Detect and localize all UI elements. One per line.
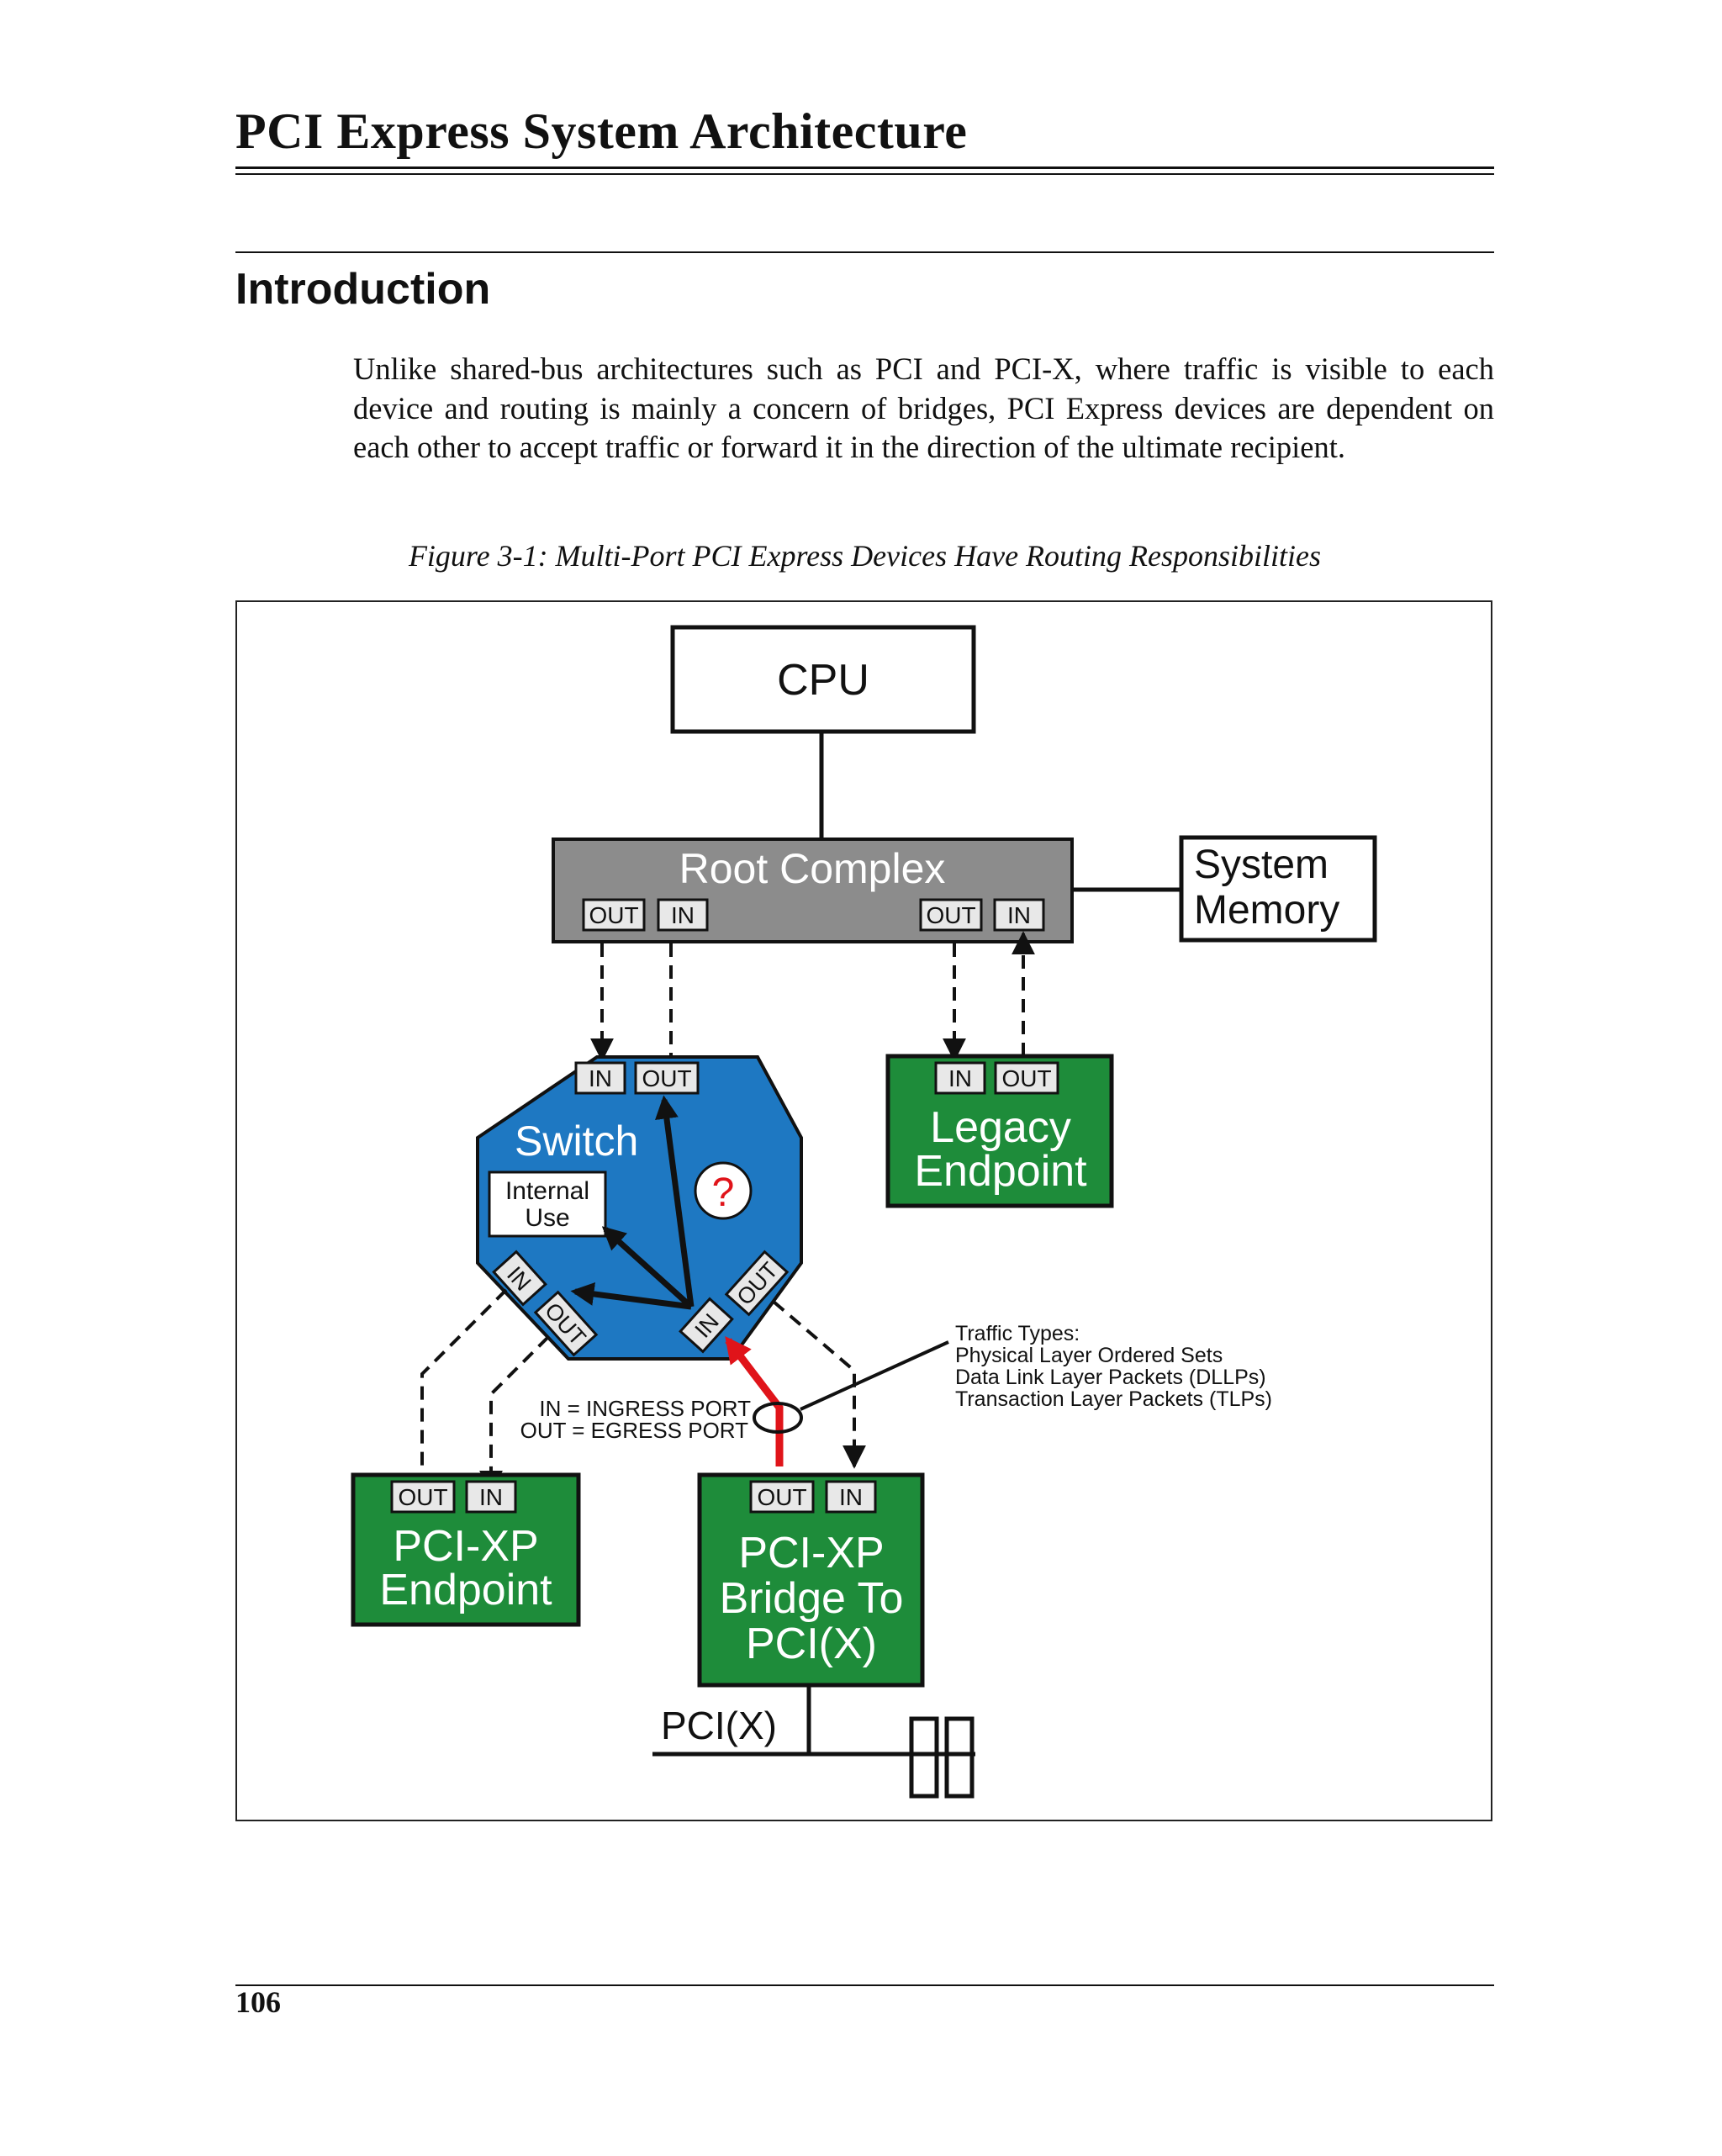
internal-use-line1: Internal [505,1177,589,1205]
svg-text:OUT: OUT [398,1484,447,1510]
svg-text:IN: IN [1007,902,1031,928]
root-complex-label: Root Complex [679,845,946,892]
pcix-slot-icon [908,1716,975,1799]
svg-text:OUT: OUT [757,1484,806,1510]
system-memory-line1: System [1194,843,1328,887]
bridge-label-line3: PCI(X) [746,1620,877,1668]
legacy-label-line1: Legacy [930,1103,1071,1152]
link-left-endpoint-up [420,1288,508,1475]
question-mark-icon: ? [694,1161,753,1220]
route-arrow-internal [601,1226,694,1309]
switch-port-out-top: OUT [634,1061,700,1095]
svg-text:OUT: OUT [589,902,638,928]
internal-use-box: Internal Use [488,1170,607,1238]
page-number: 106 [235,1985,281,2019]
legacy-endpoint: IN OUT Legacy Endpoint [885,1054,1114,1208]
footer-rule [235,1984,1494,1986]
section-rule [235,251,1494,253]
switch: Switch IN OUT Internal Use ? IN [476,1055,803,1361]
legend-egress: OUT = EGRESS PORT [520,1418,749,1443]
legend-ingress: IN = INGRESS PORT [539,1396,751,1421]
svg-text:?: ? [712,1170,735,1215]
header-rule-secondary [235,173,1494,175]
bridge-label-line1: PCI-XP [738,1529,884,1577]
route-arrow-left [570,1282,692,1310]
pci-routing-diagram: CPU Root Complex OUT IN OUT IN System Me… [351,625,1377,1799]
section-title: Introduction [235,265,491,314]
svg-text:OUT: OUT [926,902,975,928]
legacy-label-line2: Endpoint [914,1147,1087,1196]
pcixp-endpoint: OUT IN PCI-XP Endpoint [351,1472,581,1627]
rc-port-out-right: OUT [919,898,983,932]
svg-text:IN: IN [589,1065,612,1091]
traffic-type-ordered-sets: Physical Layer Ordered Sets [955,1344,1223,1367]
svg-text:IN: IN [948,1065,972,1091]
pcix-bus-label: PCI(X) [661,1704,777,1747]
cpu-block: CPU [670,625,976,734]
pcixp-endpoint-line2: Endpoint [379,1566,552,1614]
figure-caption: Figure 3-1: Multi-Port PCI Express Devic… [408,539,1322,573]
root-complex: Root Complex OUT IN OUT IN [552,838,1074,943]
system-memory: System Memory [1179,835,1377,943]
svg-text:IN: IN [839,1484,863,1510]
body-paragraph: Unlike shared-bus architectures such as … [353,351,1494,464]
traffic-type-tlps: Transaction Layer Packets (TLPs) [955,1387,1272,1411]
rc-port-in-right: IN [993,898,1045,932]
rc-port-out-left: OUT [582,898,646,932]
bridge-port-out: OUT [749,1480,815,1514]
traffic-types-title: Traffic Types: [955,1322,1080,1345]
pcixp-endpoint-port-out: OUT [390,1480,456,1514]
pcixp-bridge: OUT IN PCI-XP Bridge To PCI(X) [697,1472,925,1688]
svg-text:OUT: OUT [1001,1065,1051,1091]
traffic-types: Traffic Types: Physical Layer Ordered Se… [955,1322,1272,1411]
route-arrow-up [655,1095,695,1308]
bridge-port-in: IN [825,1480,877,1514]
link-ellipse [753,1402,803,1434]
svg-text:IN: IN [479,1484,503,1510]
traffic-type-dllps: Data Link Layer Packets (DLLPs) [955,1366,1266,1389]
link-bridge-down [772,1300,866,1469]
pcixp-endpoint-line1: PCI-XP [393,1522,538,1571]
switch-label: Switch [515,1118,638,1165]
link-left-endpoint-down [479,1335,550,1494]
legacy-port-out: OUT [994,1061,1059,1095]
bridge-label-line2: Bridge To [720,1574,904,1623]
figure-frame [235,600,1492,1821]
traffic-callout-line [800,1340,949,1411]
rc-port-in-left: IN [657,898,709,932]
system-memory-line2: Memory [1194,888,1339,933]
header-rule [235,166,1494,169]
port-legend: IN = INGRESS PORT OUT = EGRESS PORT [520,1396,752,1443]
pcixp-endpoint-port-in: IN [465,1480,517,1514]
svg-text:IN: IN [671,902,695,928]
switch-port-in-top: IN [574,1061,626,1095]
internal-use-line2: Use [525,1204,569,1232]
cpu-label: CPU [777,656,869,705]
running-header: PCI Express System Architecture [235,103,968,159]
legacy-port-in: IN [934,1061,986,1095]
highlight-ingress-arrow [725,1335,784,1466]
svg-text:OUT: OUT [642,1065,691,1091]
